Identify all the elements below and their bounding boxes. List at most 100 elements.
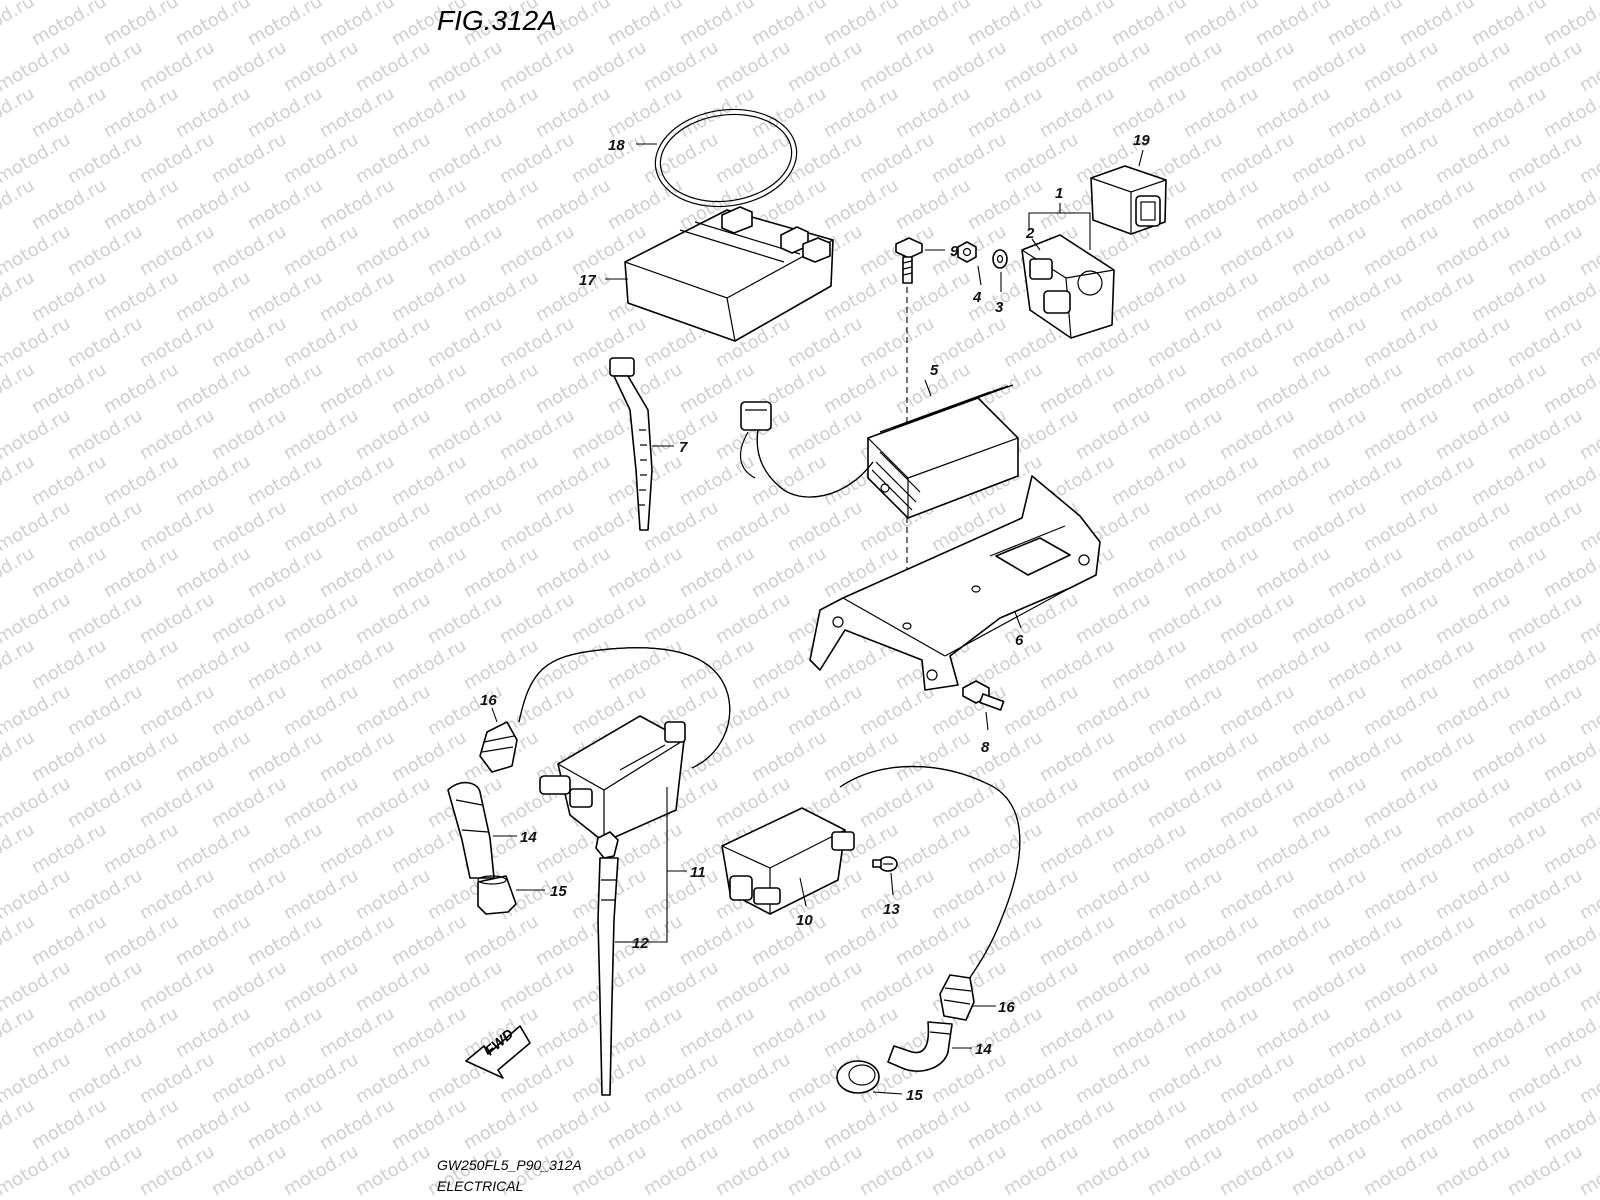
watermark-text: motod.ru <box>280 313 362 372</box>
watermark-text: motod.ru <box>316 359 398 418</box>
watermark-text: motod.ru <box>1468 543 1550 602</box>
watermark-text: motod.ru <box>1468 635 1550 694</box>
watermark-text: motod.ru <box>64 865 146 924</box>
watermark-text: motod.ru <box>280 221 362 280</box>
watermark-text: motod.ru <box>1432 37 1514 96</box>
watermark-text: motod.ru <box>1216 773 1298 832</box>
watermark-text: motod.ru <box>280 405 362 464</box>
watermark-text: motod.ru <box>100 635 182 694</box>
watermark-text: motod.ru <box>1108 635 1190 694</box>
watermark-text: motod.ru <box>172 727 254 786</box>
watermark-text: motod.ru <box>964 911 1046 970</box>
watermark-text: motod.ru <box>64 497 146 556</box>
watermark-text: motod.ru <box>1216 37 1298 96</box>
watermark-text: motod.ru <box>208 589 290 648</box>
watermark-text: motod.ru <box>352 773 434 832</box>
watermark-text: motod.ru <box>964 1095 1046 1154</box>
watermark-text: motod.ru <box>1072 589 1154 648</box>
watermark-text: motod.ru <box>352 681 434 740</box>
watermark-text: motod.ru <box>1252 727 1334 786</box>
watermark-text: motod.ru <box>1324 911 1406 970</box>
watermark-text: motod.ru <box>244 635 326 694</box>
watermark-text: motod.ru <box>1288 1049 1370 1108</box>
part-3-washer <box>992 249 1008 269</box>
watermark-text: motod.ru <box>1396 451 1478 510</box>
watermark-text: motod.ru <box>1504 37 1586 96</box>
watermark-text: motod.ru <box>388 1003 470 1062</box>
watermark-text: motod.ru <box>1432 957 1514 1016</box>
watermark-text: motod.ru <box>388 635 470 694</box>
watermark-text: motod.ru <box>1108 911 1190 970</box>
watermark-text: motod.ru <box>1180 1003 1262 1062</box>
part-10-ignition-coil-lower <box>721 765 1021 986</box>
watermark-text: motod.ru <box>244 1095 326 1154</box>
watermark-text: motod.ru <box>460 83 542 142</box>
watermark-text: motod.ru <box>1468 911 1550 970</box>
watermark-text: motod.ru <box>1288 313 1370 372</box>
watermark-text: motod.ru <box>820 175 902 234</box>
watermark-text: motod.ru <box>1324 0 1406 50</box>
watermark-text: motod.ru <box>1360 129 1442 188</box>
watermark-text: motod.ru <box>1432 865 1514 924</box>
watermark-text: motod.ru <box>676 543 758 602</box>
callout-10: 10 <box>796 912 813 929</box>
watermark-text: motod.ru <box>1432 405 1514 464</box>
watermark-text: motod.ru <box>712 497 794 556</box>
watermark-text: motod.ru <box>1360 681 1442 740</box>
watermark-text: motod.ru <box>1108 1095 1190 1154</box>
watermark-text: motod.ru <box>820 911 902 970</box>
watermark-text: motod.ru <box>1504 497 1586 556</box>
watermark-text: motod.ru <box>1288 773 1370 832</box>
watermark-text: motod.ru <box>100 267 182 326</box>
watermark-text: motod.ru <box>640 589 722 648</box>
watermark-text: motod.ru <box>1468 175 1550 234</box>
watermark-text: motod.ru <box>136 129 218 188</box>
watermark-text: motod.ru <box>964 727 1046 786</box>
watermark-text: motod.ru <box>496 405 578 464</box>
watermark-text: motod.ru <box>1252 267 1334 326</box>
watermark-text: motod.ru <box>1324 1095 1406 1154</box>
part-6-mounting-bracket <box>809 475 1101 691</box>
watermark-text: motod.ru <box>388 819 470 878</box>
watermark-text: motod.ru <box>244 543 326 602</box>
watermark-text: motod.ru <box>28 1003 110 1062</box>
watermark-text: motod.ru <box>1468 0 1550 50</box>
watermark-text: motod.ru <box>1000 129 1082 188</box>
part-17-ecm-unit <box>624 206 834 342</box>
part-8-bolt <box>962 680 1005 711</box>
watermark-text: motod.ru <box>496 37 578 96</box>
watermark-text: motod.ru <box>712 957 794 1016</box>
watermark-text: motod.ru <box>244 83 326 142</box>
watermark-text: motod.ru <box>136 1141 218 1200</box>
watermark-text: motod.ru <box>1288 1141 1370 1200</box>
figure-title: FIG.312A <box>437 5 557 36</box>
watermark-text: motod.ru <box>604 1003 686 1062</box>
watermark-text: motod.ru <box>1036 0 1118 50</box>
watermark-text: motod.ru <box>172 359 254 418</box>
watermark-text: motod.ru <box>244 727 326 786</box>
watermark-text: motod.ru <box>856 37 938 96</box>
watermark-text: motod.ru <box>136 957 218 1016</box>
watermark-text: motod.ru <box>1288 129 1370 188</box>
watermark-text: motod.ru <box>172 267 254 326</box>
watermark-text: motod.ru <box>496 589 578 648</box>
watermark-text: motod.ru <box>1504 405 1586 464</box>
watermark-text: motod.ru <box>1216 221 1298 280</box>
watermark-text: motod.ru <box>1432 129 1514 188</box>
watermark-text: motod.ru <box>1504 865 1586 924</box>
watermark-text: motod.ru <box>244 451 326 510</box>
callout-15a: 15 <box>550 883 567 900</box>
watermark-text: motod.ru <box>568 589 650 648</box>
watermark-text: motod.ru <box>244 911 326 970</box>
watermark-text: motod.ru <box>388 175 470 234</box>
watermark-text: motod.ru <box>208 37 290 96</box>
watermark-text: motod.ru <box>532 451 614 510</box>
callout-17: 17 <box>579 272 596 289</box>
watermark-text: motod.ru <box>1432 497 1514 556</box>
watermark-text: motod.ru <box>316 911 398 970</box>
watermark-text: motod.ru <box>1000 37 1082 96</box>
watermark-text: motod.ru <box>136 37 218 96</box>
watermark-text: motod.ru <box>1000 681 1082 740</box>
watermark-text: motod.ru <box>1144 221 1226 280</box>
watermark-text: motod.ru <box>172 83 254 142</box>
